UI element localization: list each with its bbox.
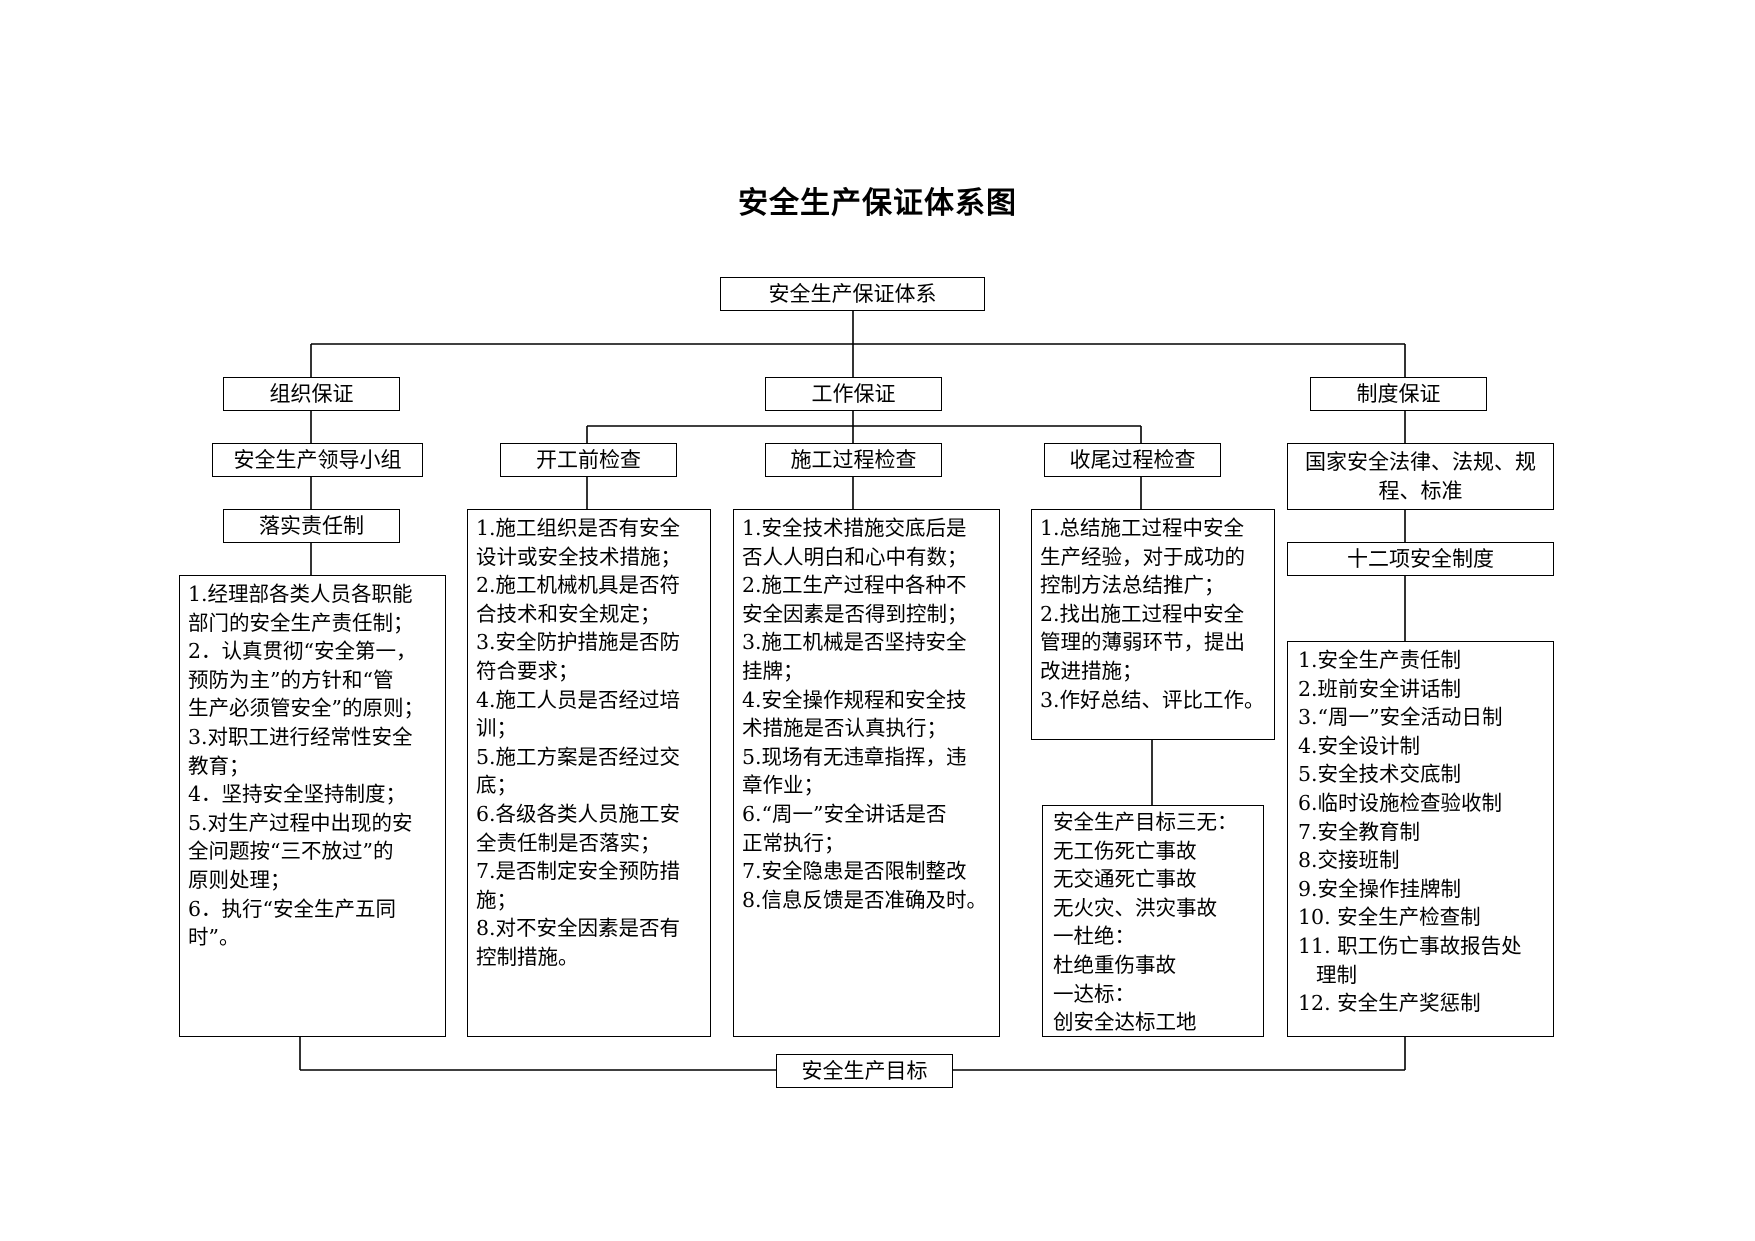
system-guarantee-node: 制度保证 <box>1310 377 1487 411</box>
list-item: 创安全达标工地 <box>1053 1010 1197 1035</box>
list-item: 符合要求； <box>476 658 579 683</box>
list-item: 术措施是否认真执行； <box>742 716 947 741</box>
list-item: 4.安全设计制 <box>1298 733 1421 758</box>
list-item: 4.施工人员是否经过培 <box>476 687 681 712</box>
list-item: 3.对职工进行经常性安全 <box>188 724 413 749</box>
list-item: 生产必须管安全”的原则； <box>188 696 424 721</box>
finishing-check-node: 收尾过程检查 <box>1044 443 1221 477</box>
list-item: 安全因素是否得到控制； <box>742 601 968 626</box>
list-item: 合技术和安全规定； <box>476 601 661 626</box>
list-item: 1.总结施工过程中安全 <box>1040 516 1245 540</box>
list-item: 3.作好总结、评比工作。 <box>1040 687 1265 712</box>
list-item: 2.班前安全讲话制 <box>1298 676 1462 701</box>
list-item: 生产经验，对于成功的 <box>1040 544 1245 569</box>
list-item: 10. 安全生产检查制 <box>1298 905 1481 930</box>
list-item: 8.信息反馈是否准确及时。 <box>742 887 988 912</box>
list-item: 6.“周一”安全讲话是否 <box>742 801 947 826</box>
list-item: 7.安全教育制 <box>1298 819 1421 844</box>
list-item: 章作业； <box>742 773 824 798</box>
pre-start-check-node: 开工前检查 <box>500 443 677 477</box>
duty-system-node: 落实责任制 <box>223 509 400 543</box>
list-item: 3.安全防护措施是否防 <box>476 630 681 655</box>
list-item: 设计或安全技术措施； <box>476 544 681 569</box>
page-title: 安全生产保证体系图 <box>738 186 1017 221</box>
list-item: 4．坚持安全坚持制度； <box>188 782 407 807</box>
list-item: 底； <box>476 773 517 798</box>
list-item: 6.临时设施检查验收制 <box>1298 790 1503 815</box>
list-item: 6.各级各类人员施工安 <box>476 801 681 826</box>
list-item: 5.现场有无违章指挥，违 <box>742 744 967 769</box>
list-item: 2.找出施工过程中安全 <box>1040 601 1245 626</box>
list-item: 1.安全生产责任制 <box>1298 648 1462 672</box>
work-guarantee-node: 工作保证 <box>765 377 942 411</box>
list-item: 时”。 <box>188 925 240 950</box>
list-item: 2.施工生产过程中各种不 <box>742 573 967 598</box>
list-item: 教育； <box>188 753 250 778</box>
list-item: 6．执行“安全生产五同 <box>188 896 397 921</box>
list-item: 全问题按“三不放过”的 <box>188 839 394 864</box>
twelve-systems-node: 十二项安全制度 <box>1287 542 1554 576</box>
list-item: 预防为主”的方针和“管 <box>188 667 394 692</box>
list-item: 管理的薄弱环节，提出 <box>1040 630 1245 655</box>
list-item: 部门的安全生产责任制； <box>188 610 414 635</box>
list-item: 5.施工方案是否经过交 <box>476 744 681 769</box>
list-item: 控制方法总结推广； <box>1040 573 1225 598</box>
safety-leadership-group-node: 安全生产领导小组 <box>212 443 423 477</box>
list-item: 无交通死亡事故 <box>1053 867 1197 892</box>
safety-goal-node: 安全生产目标 <box>776 1054 953 1088</box>
list-item: 11. 职工伤亡事故报告处 <box>1298 933 1522 958</box>
list-item: 施； <box>476 887 517 912</box>
list-item: 7.是否制定安全预防措 <box>476 859 681 884</box>
list-item: 无火灾、洪灾事故 <box>1053 895 1217 920</box>
list-item: 正常执行； <box>742 830 845 855</box>
finishing-items-box: 1.总结施工过程中安全 生产经验，对于成功的 控制方法总结推广； 2.找出施工过… <box>1031 509 1275 740</box>
org-guarantee-node: 组织保证 <box>223 377 400 411</box>
list-item: 控制措施。 <box>476 944 579 969</box>
process-items-box: 1.安全技术措施交底后是 否人人明白和心中有数； 2.施工生产过程中各种不 安全… <box>733 509 1000 1037</box>
list-item: 挂牌； <box>742 658 804 683</box>
pre-start-items-box: 1.施工组织是否有安全 设计或安全技术措施； 2.施工机械机具是否符 合技术和安… <box>467 509 711 1037</box>
list-item: 无工伤死亡事故 <box>1053 838 1197 863</box>
list-item: 5.安全技术交底制 <box>1298 762 1462 787</box>
list-item: 一达标： <box>1053 981 1135 1006</box>
list-item: 杜绝重伤事故 <box>1053 952 1176 977</box>
list-item: 全责任制是否落实； <box>476 830 661 855</box>
national-laws-label: 国家安全法律、法规、规程、标准 <box>1305 449 1536 503</box>
list-item: 训； <box>476 716 517 741</box>
twelve-systems-items-box: 1.安全生产责任制 2.班前安全讲话制 3.“周一”安全活动日制 4.安全设计制… <box>1287 641 1554 1037</box>
list-item: 3.施工机械是否坚持安全 <box>742 630 967 655</box>
list-item: 4.安全操作规程和安全技 <box>742 687 967 712</box>
national-laws-node: 国家安全法律、法规、规程、标准 <box>1287 443 1554 510</box>
list-item: 否人人明白和心中有数； <box>742 544 968 569</box>
list-item: 改进措施； <box>1040 658 1143 683</box>
root-node: 安全生产保证体系 <box>720 277 985 311</box>
list-item: 1.经理部各类人员各职能 <box>188 582 413 606</box>
list-item: 安全生产目标三无： <box>1053 810 1238 834</box>
list-item: 2.施工机械机具是否符 <box>476 573 681 598</box>
process-check-node: 施工过程检查 <box>765 443 942 477</box>
list-item: 2．认真贯彻“安全第一， <box>188 639 417 664</box>
list-item: 一杜绝： <box>1053 924 1135 949</box>
list-item: 5.对生产过程中出现的安 <box>188 810 413 835</box>
safety-targets-box: 安全生产目标三无： 无工伤死亡事故 无交通死亡事故 无火灾、洪灾事故 一杜绝： … <box>1042 805 1264 1037</box>
list-item: 理制 <box>1316 962 1357 987</box>
list-item: 3.“周一”安全活动日制 <box>1298 705 1503 730</box>
list-item: 12. 安全生产奖惩制 <box>1298 991 1481 1016</box>
list-item: 8.对不安全因素是否有 <box>476 916 681 941</box>
org-items-box: 1.经理部各类人员各职能 部门的安全生产责任制； 2．认真贯彻“安全第一， 预防… <box>179 575 446 1037</box>
list-item: 9.安全操作挂牌制 <box>1298 876 1462 901</box>
list-item: 1.施工组织是否有安全 <box>476 516 681 540</box>
list-item: 7.安全隐患是否限制整改 <box>742 859 967 884</box>
list-item: 8.交接班制 <box>1298 848 1400 873</box>
list-item: 1.安全技术措施交底后是 <box>742 516 967 540</box>
list-item: 原则处理； <box>188 867 291 892</box>
